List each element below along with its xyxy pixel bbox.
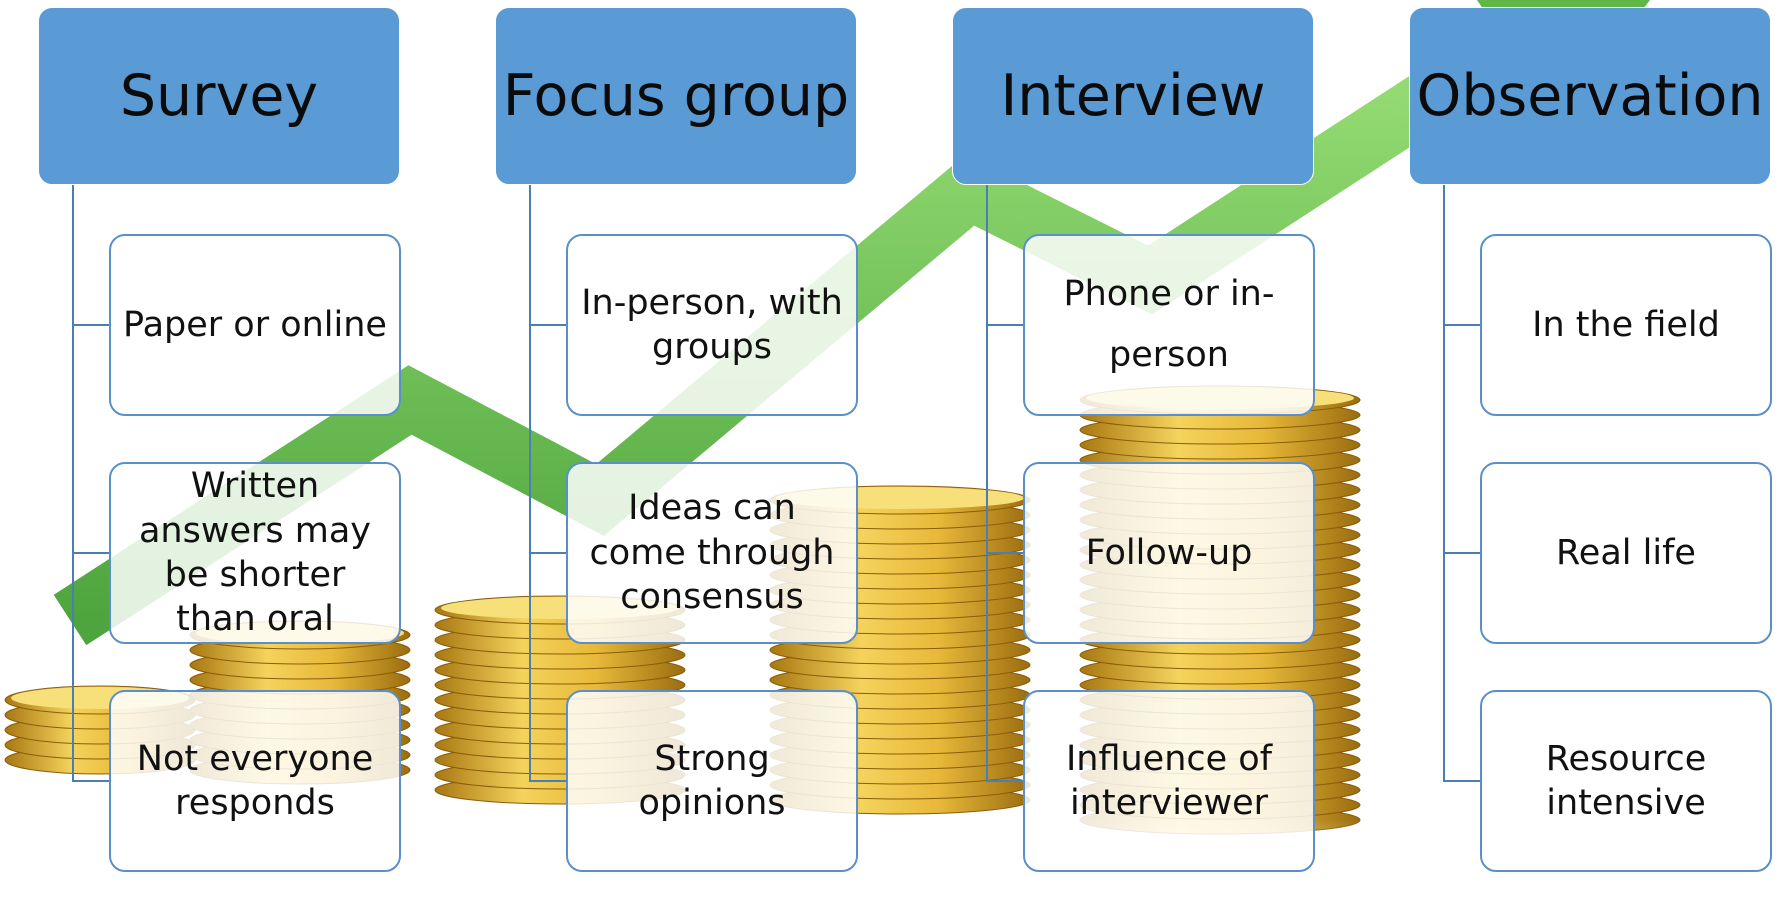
connector-tick: [986, 780, 1024, 782]
method-item-card: Real life: [1480, 462, 1772, 644]
method-header: Survey: [38, 7, 400, 185]
method-item-card: Phone or in-person: [1023, 234, 1315, 416]
connector-tick: [1443, 552, 1481, 554]
connector-tick: [72, 780, 110, 782]
method-item-card: Written answers may be shorter than oral: [109, 462, 401, 644]
method-header: Focus group: [495, 7, 857, 185]
connector-tick: [1443, 780, 1481, 782]
method-item-card: Follow-up: [1023, 462, 1315, 644]
method-item-card: Not everyone responds: [109, 690, 401, 872]
connector-line: [529, 185, 531, 781]
method-header: Interview: [952, 7, 1314, 185]
connector-tick: [529, 552, 567, 554]
method-item-card: Resource intensive: [1480, 690, 1772, 872]
connector-tick: [529, 324, 567, 326]
connector-tick: [1443, 324, 1481, 326]
connector-tick: [72, 324, 110, 326]
connector-line: [1443, 185, 1445, 781]
connector-tick: [529, 780, 567, 782]
method-item-card: In the field: [1480, 234, 1772, 416]
method-item-card: Strong opinions: [566, 690, 858, 872]
method-item-card: Influence of interviewer: [1023, 690, 1315, 872]
connector-tick: [72, 552, 110, 554]
method-item-card: Ideas can come through consensus: [566, 462, 858, 644]
method-item-card: In-person, with groups: [566, 234, 858, 416]
connector-tick: [986, 324, 1024, 326]
method-header: Observation: [1409, 7, 1771, 185]
connector-line: [986, 185, 988, 781]
connector-line: [72, 185, 74, 781]
method-item-card: Paper or online: [109, 234, 401, 416]
connector-tick: [986, 552, 1024, 554]
